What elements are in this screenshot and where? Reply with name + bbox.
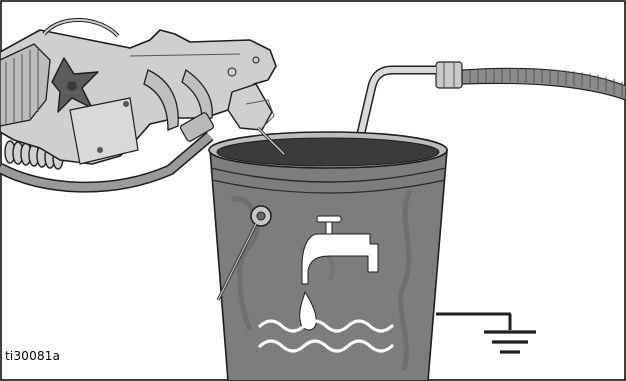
electrical-ground-icon — [436, 314, 536, 352]
figure-id-label: ti30081a — [5, 349, 60, 363]
pail-liquid — [217, 138, 439, 166]
